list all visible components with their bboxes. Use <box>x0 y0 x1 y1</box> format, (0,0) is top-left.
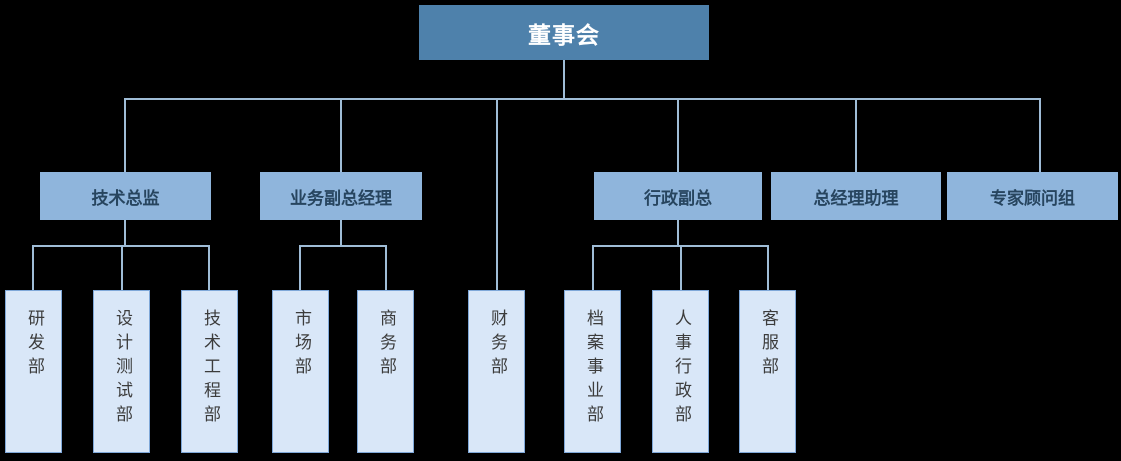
connector <box>32 245 34 291</box>
org-node-label: 档案事业部 <box>583 309 603 429</box>
org-node-customer-service-dept[interactable]: 客服部 <box>739 290 796 453</box>
connector <box>677 220 679 247</box>
org-node-label: 技术工程部 <box>200 309 220 429</box>
connector <box>592 245 594 291</box>
org-node-label: 技术总监 <box>91 188 160 209</box>
connector <box>124 220 126 247</box>
org-node-label: 总经理助理 <box>813 188 899 209</box>
org-node-admin-deputy[interactable]: 行政副总 <box>594 172 762 220</box>
connector <box>340 220 342 247</box>
org-node-label: 商务部 <box>376 309 396 381</box>
org-node-label: 研发部 <box>24 309 44 381</box>
connector <box>299 245 301 291</box>
connector-root-stem <box>563 60 565 100</box>
org-node-expert-advisors[interactable]: 专家顾问组 <box>947 172 1118 220</box>
connector <box>677 98 679 173</box>
connector-root-bus <box>125 98 1041 100</box>
org-node-marketing-dept[interactable]: 市场部 <box>272 290 329 453</box>
org-node-business-deputy-gm[interactable]: 业务副总经理 <box>260 172 422 220</box>
org-node-board[interactable]: 董事会 <box>419 5 709 60</box>
connector <box>680 245 682 291</box>
connector <box>208 245 210 291</box>
org-node-archives-dept[interactable]: 档案事业部 <box>564 290 621 453</box>
org-node-hr-admin-dept[interactable]: 人事行政部 <box>652 290 709 453</box>
org-node-label: 专家顾问组 <box>990 188 1075 209</box>
org-node-label: 财务部 <box>487 309 507 381</box>
org-node-label: 业务副总经理 <box>290 188 392 209</box>
connector <box>121 245 123 291</box>
org-node-tech-director[interactable]: 技术总监 <box>40 172 211 220</box>
org-node-label: 客服部 <box>758 309 778 381</box>
org-node-rd-dept[interactable]: 研发部 <box>5 290 62 453</box>
connector <box>1039 98 1041 173</box>
org-node-commerce-dept[interactable]: 商务部 <box>357 290 414 453</box>
connector <box>385 245 387 291</box>
org-node-label: 设计测试部 <box>112 309 132 429</box>
connector-finance-drop <box>496 98 498 291</box>
connector <box>855 98 857 173</box>
org-node-label: 市场部 <box>291 309 311 381</box>
org-node-gm-assistant[interactable]: 总经理助理 <box>771 172 941 220</box>
connector <box>300 245 387 247</box>
connector <box>767 245 769 291</box>
org-node-label: 行政副总 <box>644 188 712 209</box>
connector <box>340 98 342 173</box>
connector <box>124 98 126 173</box>
org-node-tech-engineering-dept[interactable]: 技术工程部 <box>181 290 238 453</box>
org-node-label: 人事行政部 <box>671 309 691 429</box>
org-node-design-test-dept[interactable]: 设计测试部 <box>93 290 150 453</box>
org-node-finance-dept[interactable]: 财务部 <box>468 290 525 453</box>
org-node-label: 董事会 <box>528 22 600 49</box>
